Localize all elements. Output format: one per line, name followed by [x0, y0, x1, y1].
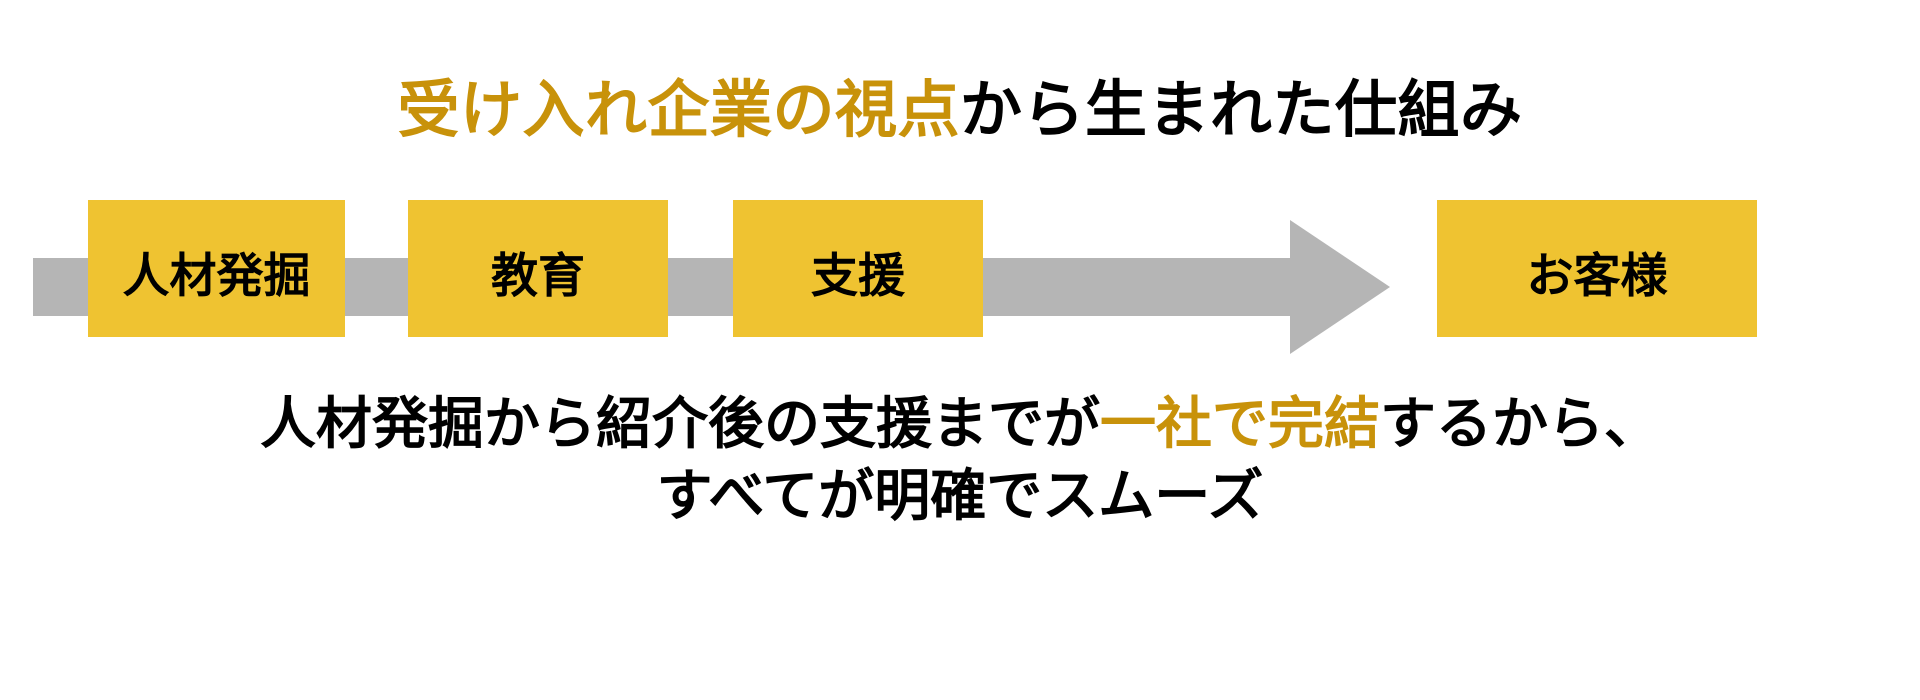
- flow-step-label: 支援: [811, 249, 905, 302]
- caption-line-1-post: するから、: [1380, 392, 1660, 455]
- caption-line-2: すべてが明確でスムーズ: [656, 463, 1264, 527]
- flow-step-box[interactable]: お客様: [1437, 200, 1757, 337]
- caption-line-1-pre: 人材発掘から紹介後の支援までが: [260, 392, 1100, 455]
- flow-step-box[interactable]: 人材発掘: [88, 200, 345, 337]
- flow-step-label: 教育: [491, 249, 585, 302]
- caption-line-1-accent: 一社で完結: [1100, 392, 1380, 455]
- flow-arrow-head-icon: [1290, 220, 1390, 354]
- page-title-accent: 受け入れ企業の視点: [397, 76, 960, 145]
- caption-text: 人材発掘から紹介後の支援までが一社で完結するから、 すべてが明確でスムーズ: [0, 388, 1920, 531]
- flow-step-label: お客様: [1526, 249, 1668, 302]
- page-title-plain: から生まれた仕組み: [960, 76, 1523, 145]
- flow-step-box[interactable]: 支援: [733, 200, 983, 337]
- flow-step-label: 人材発掘: [122, 249, 311, 302]
- caption-line-1: 人材発掘から紹介後の支援までが一社で完結するから、: [0, 388, 1920, 460]
- process-flow-diagram: 人材発掘 教育 支援 お客様: [0, 185, 1920, 435]
- flow-step-box[interactable]: 教育: [408, 200, 668, 337]
- page-title: 受け入れ企業の視点から生まれた仕組み: [0, 78, 1920, 143]
